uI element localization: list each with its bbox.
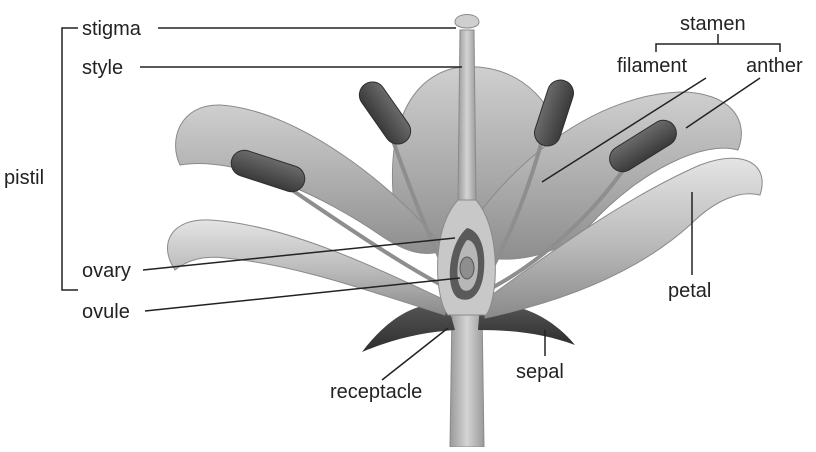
label-stamen: stamen xyxy=(680,13,746,35)
label-ovule: ovule xyxy=(82,301,130,323)
label-style: style xyxy=(82,57,123,79)
stem xyxy=(450,310,484,447)
label-anther: anther xyxy=(746,55,803,77)
label-stigma: stigma xyxy=(82,18,142,40)
label-filament: filament xyxy=(617,55,687,77)
label-sepal: sepal xyxy=(516,361,564,383)
label-petal: petal xyxy=(668,280,711,302)
label-receptacle: receptacle xyxy=(330,381,422,403)
label-ovary: ovary xyxy=(82,260,131,282)
label-pistil: pistil xyxy=(4,167,44,189)
